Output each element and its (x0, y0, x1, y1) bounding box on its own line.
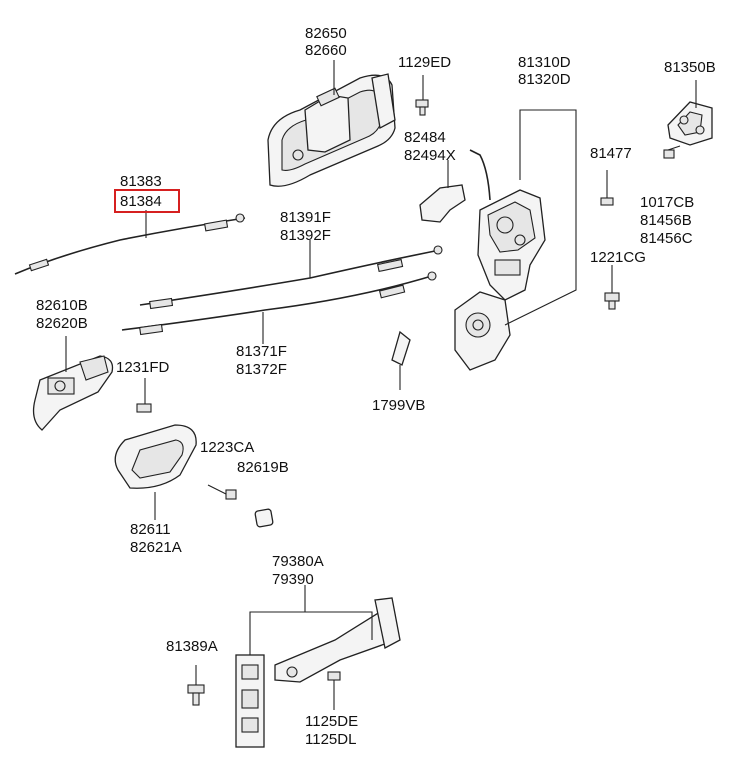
label-1231FD: 1231FD (116, 359, 170, 376)
leader-79380A (249, 611, 373, 655)
bolt-81389A[interactable] (187, 665, 205, 706)
label-82494X: 82494X (404, 147, 456, 164)
label-1129ED: 1129ED (398, 54, 451, 71)
label-82621A: 82621A (130, 539, 182, 556)
label-81310D: 81310D (518, 54, 571, 71)
inside-handle-82610B[interactable] (32, 355, 114, 431)
label-81371F: 81371F (236, 343, 287, 360)
bolt-1017CB[interactable] (663, 145, 681, 159)
label-82619B: 82619B (237, 459, 289, 476)
label-81477: 81477 (590, 145, 632, 162)
cable-81384[interactable] (14, 213, 246, 275)
label-81456C: 81456C (640, 230, 693, 247)
label-82610B: 82610B (36, 297, 88, 314)
screw-81477[interactable] (600, 170, 614, 206)
label-82611: 82611 (130, 521, 171, 538)
label-81372F: 81372F (236, 361, 287, 378)
label-81350B: 81350B (664, 59, 716, 76)
cap-82619B[interactable] (254, 508, 274, 528)
label-81383: 81383 (120, 173, 162, 190)
label-81389A: 81389A (166, 638, 218, 655)
label-1799VB: 1799VB (372, 397, 425, 414)
outside-handle[interactable] (267, 73, 396, 187)
label-82484: 82484 (404, 129, 446, 146)
highlight-box (114, 189, 180, 213)
bolt-1125DE[interactable] (327, 671, 341, 710)
label-82660: 82660 (305, 42, 347, 59)
label-81384: 81384 (120, 193, 162, 210)
label-1223CA: 1223CA (200, 439, 254, 456)
bolt-1129ED[interactable] (415, 75, 429, 116)
label-82620B: 82620B (36, 315, 88, 332)
label-81320D: 81320D (518, 71, 571, 88)
clip-1799VB[interactable] (391, 330, 411, 390)
door-checker[interactable] (235, 597, 401, 748)
leader-81310D (504, 109, 577, 326)
cable-81391F[interactable] (139, 245, 443, 310)
label-1125DL: 1125DL (305, 731, 356, 748)
screw-1231FD[interactable] (136, 378, 152, 413)
screw-1223CA[interactable] (207, 484, 237, 500)
handle-bezel-82611[interactable] (114, 424, 197, 489)
cable-81371F[interactable] (121, 271, 437, 336)
bolt-1221CG[interactable] (604, 265, 620, 310)
label-1221CG: 1221CG (590, 249, 646, 266)
label-81392F: 81392F (280, 227, 331, 244)
label-79390: 79390 (272, 571, 314, 588)
label-82650: 82650 (305, 25, 347, 42)
label-79380A: 79380A (272, 553, 324, 570)
label-1017CB: 1017CB (640, 194, 694, 211)
label-81391F: 81391F (280, 209, 331, 226)
striker[interactable] (667, 101, 713, 146)
label-1125DE: 1125DE (305, 713, 358, 730)
door-latch[interactable] (454, 149, 546, 371)
rod-clip-82484[interactable] (419, 160, 466, 223)
label-81456B: 81456B (640, 212, 692, 229)
